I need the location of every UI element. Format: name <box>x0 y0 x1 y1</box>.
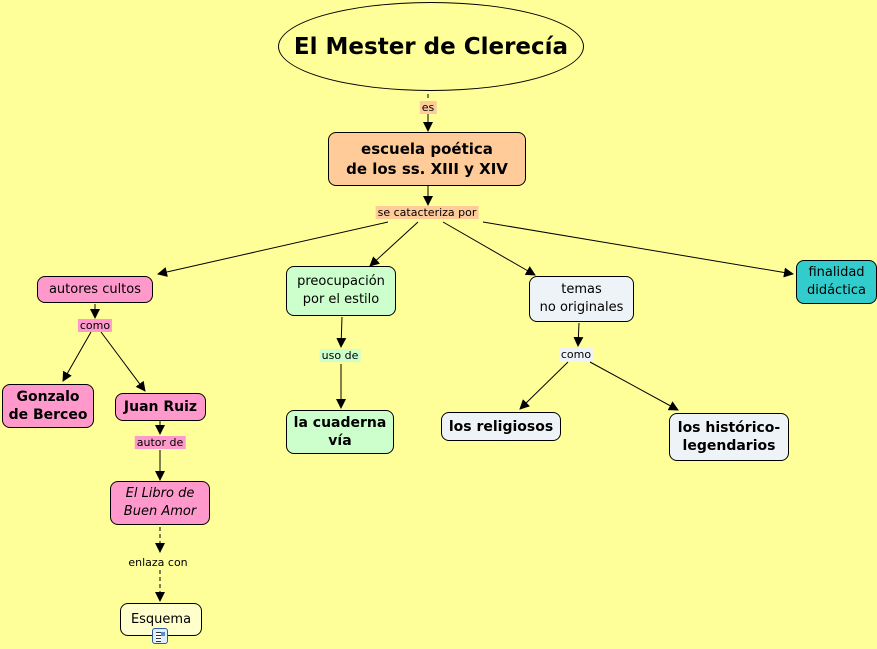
link-label-como-autores[interactable]: como <box>77 319 113 332</box>
concept-gonzalo[interactable]: Gonzalo de Berceo <box>2 384 94 428</box>
link-como-historicos <box>589 361 679 411</box>
link-label-caracteriza[interactable]: se catacteriza por <box>375 206 479 219</box>
concept-temas[interactable]: temas no originales <box>529 276 634 322</box>
concept-estilo[interactable]: preocupación por el estilo <box>286 266 396 316</box>
concept-finalidad[interactable]: finalidad didáctica <box>796 260 877 304</box>
concept-juan[interactable]: Juan Ruiz <box>115 393 206 421</box>
link-caracteriza-estilo <box>369 221 419 267</box>
link-como-religiosos <box>519 361 569 410</box>
link-estilo-usode <box>336 316 347 348</box>
concept-autores[interactable]: autores cultos <box>37 276 153 303</box>
link-temas-como <box>573 322 584 347</box>
document-resource-icon[interactable] <box>152 628 168 644</box>
link-caracteriza-temas <box>442 221 536 276</box>
concept-libro[interactable]: El Libro de Buen Amor <box>110 481 210 525</box>
link-label-es[interactable]: es <box>419 101 437 114</box>
link-label-como-temas[interactable]: como <box>558 348 594 361</box>
concept-escuela[interactable]: escuela poética de los ss. XIII y XIV <box>328 132 526 186</box>
link-caracteriza-finalidad <box>482 221 794 278</box>
concept-root[interactable]: El Mester de Clerecía <box>278 2 584 91</box>
link-como-juan <box>100 331 146 392</box>
link-label-autor-de[interactable]: autor de <box>134 436 186 449</box>
link-label-uso-de[interactable]: uso de <box>319 349 361 362</box>
concept-historicos[interactable]: los histórico- legendarios <box>669 413 789 461</box>
concept-religiosos[interactable]: los religiosos <box>441 412 561 441</box>
concept-cuaderna[interactable]: la cuaderna vía <box>286 410 394 454</box>
link-label-enlaza[interactable]: enlaza con <box>128 556 188 569</box>
link-caracteriza-autores <box>157 221 389 277</box>
link-como-gonzalo <box>62 331 92 382</box>
